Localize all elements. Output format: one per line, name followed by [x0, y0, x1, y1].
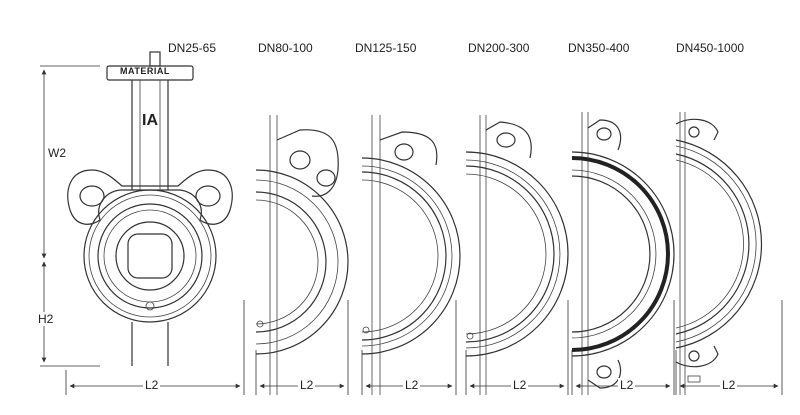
valve-dn350-400: [571, 112, 675, 395]
dimension-l2-group: [65, 300, 783, 395]
dimension-label-l2-6: L2: [720, 378, 738, 392]
dimension-label-l2-3: L2: [403, 378, 421, 392]
dimension-label-h2: H2: [36, 312, 56, 326]
size-label-dn350-400: DN350-400: [568, 41, 630, 55]
size-label-dn25-65: DN25-65: [168, 41, 217, 55]
dimension-label-l2-5: L2: [618, 378, 636, 392]
dimension-w2: [40, 65, 100, 259]
size-label-dn125-150: DN125-150: [355, 41, 417, 55]
dimension-label-l2-1: L2: [143, 378, 161, 392]
valve-dn125-150: [361, 115, 461, 395]
dimension-label-l2-2: L2: [298, 378, 316, 392]
nameplate-label: MATERIAL: [120, 66, 170, 76]
size-label-dn450-1000: DN450-1000: [676, 41, 745, 55]
valve-dn80-100: [255, 115, 349, 395]
valve-dn450-1000: [675, 112, 763, 395]
logo-mark: IA: [142, 112, 158, 129]
valve-dn200-300: [465, 115, 569, 395]
valve-dn25-65: [67, 51, 233, 366]
dimension-label-l2-4: L2: [511, 378, 529, 392]
size-label-dn80-100: DN80-100: [258, 41, 313, 55]
size-label-dn200-300: DN200-300: [468, 41, 530, 55]
dimension-label-w2: W2: [46, 146, 68, 160]
